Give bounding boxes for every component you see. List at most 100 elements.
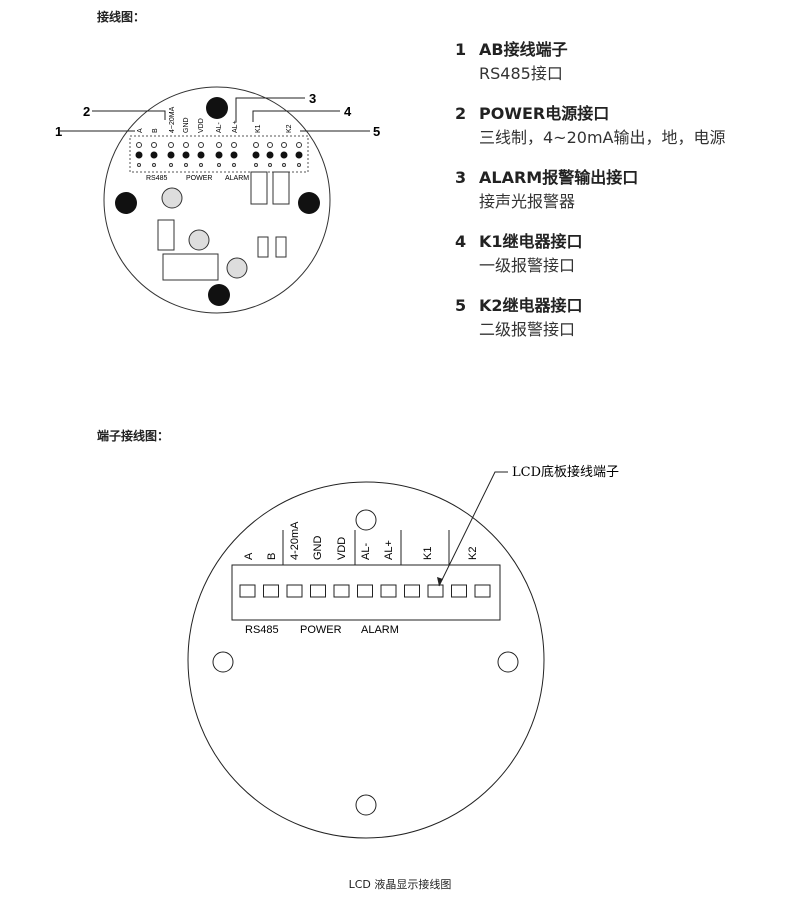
pin-hole: [268, 163, 272, 167]
pin-hole: [198, 142, 204, 148]
pin-screw: [252, 151, 260, 159]
pin-label: B: [152, 128, 159, 133]
pin-screw: [150, 151, 158, 159]
pin-label: ALARM报警输出接口: [479, 168, 639, 187]
terminal-slot: [333, 584, 350, 598]
pin-label: AB接线端子: [479, 40, 568, 59]
terminal-slot: [404, 584, 420, 598]
pcb-diagram: RS485 POWER ALARM 1 2 3 4 5 A B 4~20MA G…: [55, 86, 380, 314]
pin-screw: [167, 151, 175, 159]
pin-label: A: [243, 552, 255, 560]
callout-2: 2: [83, 104, 90, 119]
lcd-diagram: A B 4-20mA GND VDD AL- AL+ K1 K2 RS485 P…: [187, 464, 619, 839]
pin-label: GND: [183, 117, 190, 133]
wiring-heading: 接线图：: [97, 10, 146, 24]
pin-hole: [296, 142, 302, 148]
legend-item: 2 POWER电源接口三线制，4~20mA输出，地，电源: [455, 100, 725, 148]
pin-screw: [295, 151, 303, 159]
terminal-slot: [451, 584, 467, 598]
pin-hole: [151, 142, 157, 148]
pin-label: AL+: [383, 540, 395, 560]
pin-label: 4-20mA: [289, 521, 301, 560]
group-label: POWER: [300, 624, 342, 636]
terminal-slot: [357, 584, 373, 598]
pin-hole: [137, 163, 141, 167]
pin-hole: [254, 163, 258, 167]
pin-label: 2: [455, 104, 467, 123]
pin-hole: [232, 163, 236, 167]
callout-1: 1: [55, 124, 62, 139]
pin-screw: [215, 151, 223, 159]
pin-hole: [184, 163, 188, 167]
pin-label: K2: [286, 124, 293, 133]
group-label: POWER: [186, 175, 212, 182]
pin-label: K1: [422, 547, 434, 560]
group-label: ALARM: [225, 175, 249, 182]
pin-label: 三线制，4~20mA输出，地，电源: [479, 128, 726, 147]
pin-label: K2继电器接口: [479, 296, 583, 315]
pin-label: K1: [255, 124, 262, 133]
pin-hole: [267, 142, 273, 148]
pin-hole: [168, 142, 174, 148]
pin-label: VDD: [198, 118, 205, 133]
pin-label: 1: [455, 40, 467, 59]
pin-label: K1继电器接口: [479, 232, 583, 251]
legend: 1 AB接线端子 RS485接口 2 POWER电源接口三线制，4~20mA输出，地，…: [455, 36, 725, 356]
pin-hole: [216, 142, 222, 148]
pin-hole: [152, 163, 156, 167]
pin-label: 5: [455, 296, 467, 315]
pin-screw: [266, 151, 274, 159]
pin-screw: [280, 151, 288, 159]
pin-label: 4: [455, 232, 467, 251]
pin-label: AL-: [216, 121, 223, 133]
pin-label: POWER电源接口: [479, 104, 610, 123]
pin-label: 一级报警接口: [479, 256, 576, 275]
pin-label: AL+: [232, 120, 239, 133]
pin-label: 4~20MA: [169, 106, 176, 133]
pin-hole: [282, 163, 286, 167]
terminal-slot: [239, 584, 256, 598]
legend-item: 1 AB接线端子 RS485接口: [455, 36, 725, 84]
group-label: ALARM: [361, 624, 399, 636]
pin-screw: [182, 151, 190, 159]
legend-item: 3 ALARM报警输出接口接声光报警器: [455, 164, 725, 212]
pin-hole: [169, 163, 173, 167]
callout-5: 5: [373, 124, 380, 139]
pin-hole: [217, 163, 221, 167]
pin-hole: [253, 142, 259, 148]
group-label: RS485: [146, 175, 168, 182]
pin-hole: [231, 142, 237, 148]
pin-label: GND: [312, 536, 324, 561]
pin-hole: [136, 142, 142, 148]
legend-item: 5 K2继电器接口二级报警接口: [455, 292, 725, 340]
pin-screw: [230, 151, 238, 159]
pin-label: RS485接口: [479, 64, 563, 83]
terminal-slot: [286, 584, 303, 598]
lcd-callout: LCD底板接线端子: [512, 464, 619, 480]
terminal-slot: [263, 584, 279, 598]
pin-hole: [281, 142, 287, 148]
legend-item: 4 K1继电器接口一级报警接口: [455, 228, 725, 276]
pin-hole: [199, 163, 203, 167]
pin-label: 接声光报警器: [479, 192, 576, 211]
pin-hole: [183, 142, 189, 148]
pin-label: VDD: [336, 537, 348, 560]
pin-label: 二级报警接口: [479, 320, 576, 339]
callout-4: 4: [344, 104, 352, 119]
pin-label: AL-: [360, 543, 372, 560]
terminal-slot: [310, 584, 326, 598]
caption: LCD 液晶显示接线图: [348, 878, 452, 891]
terminal-slot: [474, 584, 491, 598]
pin-label: 3: [455, 168, 467, 187]
pin-hole: [297, 163, 301, 167]
pin-label: B: [266, 553, 278, 560]
pin-screw: [197, 151, 205, 159]
terminal-slot: [380, 584, 397, 598]
pin-label: A: [137, 128, 144, 133]
pin-label: K2: [467, 547, 479, 560]
pin-screw: [135, 151, 143, 159]
callout-3: 3: [309, 91, 316, 106]
terminal-heading: 端子接线图：: [97, 429, 170, 443]
terminal-slot: [427, 584, 444, 598]
